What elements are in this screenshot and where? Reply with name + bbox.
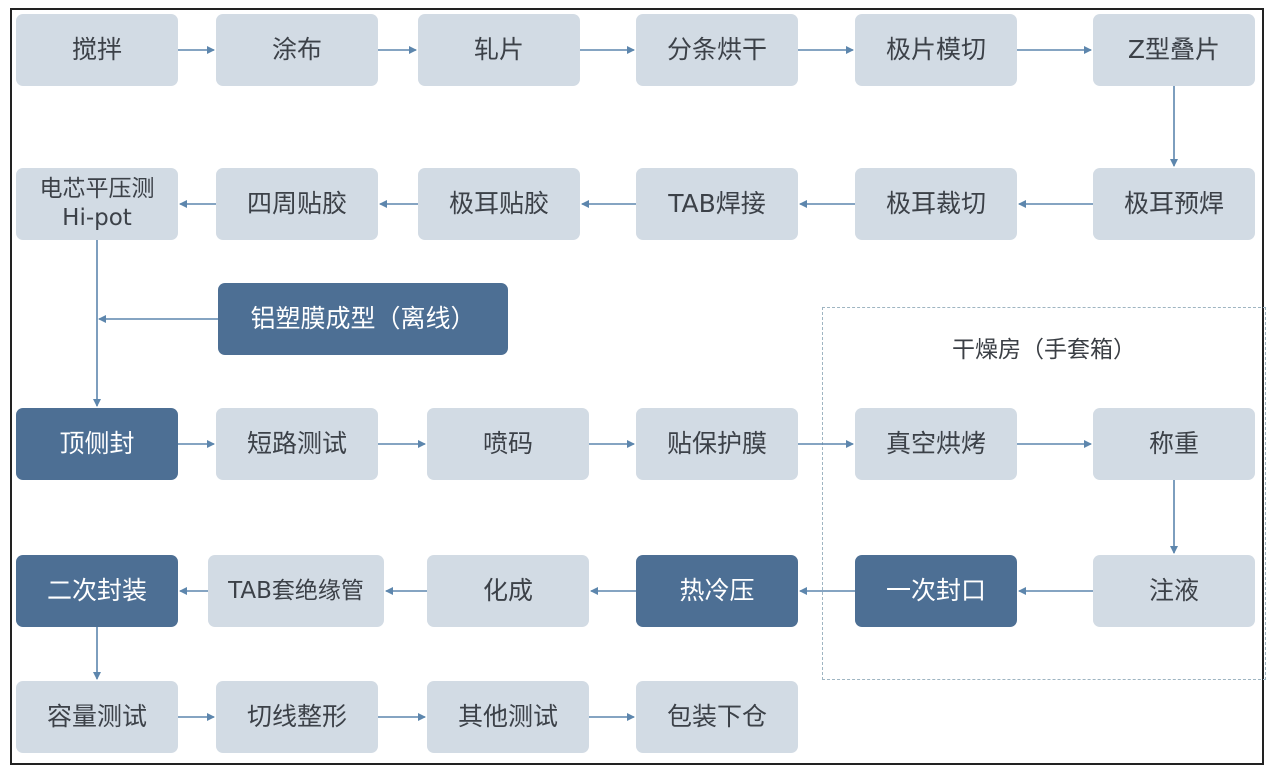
- node-top-side-seal: 顶侧封: [16, 408, 178, 480]
- node-code-spray: 喷码: [427, 408, 589, 480]
- node-capacity-test: 容量测试: [16, 681, 178, 753]
- node-first-seal: 一次封口: [855, 555, 1017, 627]
- node-slit-dry: 分条烘干: [636, 14, 798, 86]
- node-coat: 涂布: [216, 14, 378, 86]
- node-inject: 注液: [1093, 555, 1255, 627]
- node-tab-prew: 极耳预焊: [1093, 168, 1255, 240]
- node-prot-film: 贴保护膜: [636, 408, 798, 480]
- node-pouch-form: 铝塑膜成型（离线）: [218, 283, 508, 355]
- node-trim: 切线整形: [216, 681, 378, 753]
- node-stir: 搅拌: [16, 14, 178, 86]
- node-short-test: 短路测试: [216, 408, 378, 480]
- node-second-seal: 二次封装: [16, 555, 178, 627]
- node-tab-cut: 极耳裁切: [855, 168, 1017, 240]
- node-pack: 包装下仓: [636, 681, 798, 753]
- node-vac-bake: 真空烘烤: [855, 408, 1017, 480]
- dry-room-zone: [822, 307, 1266, 680]
- node-formation: 化成: [427, 555, 589, 627]
- diagram-frame: [10, 8, 1264, 765]
- node-tab-tape: 极耳贴胶: [418, 168, 580, 240]
- node-weigh: 称重: [1093, 408, 1255, 480]
- node-hipot: 电芯平压测 Hi-pot: [16, 168, 178, 240]
- dry-room-zone-label: 干燥房（手套箱）: [952, 337, 1136, 363]
- node-peri-tape: 四周贴胶: [216, 168, 378, 240]
- node-tab-sleeve: TAB套绝缘管: [208, 555, 384, 627]
- node-roll: 轧片: [418, 14, 580, 86]
- node-die-cut: 极片模切: [855, 14, 1017, 86]
- node-tab-weld: TAB焊接: [636, 168, 798, 240]
- node-other-test: 其他测试: [427, 681, 589, 753]
- node-z-stack: Z型叠片: [1093, 14, 1255, 86]
- node-hot-cold-press: 热冷压: [636, 555, 798, 627]
